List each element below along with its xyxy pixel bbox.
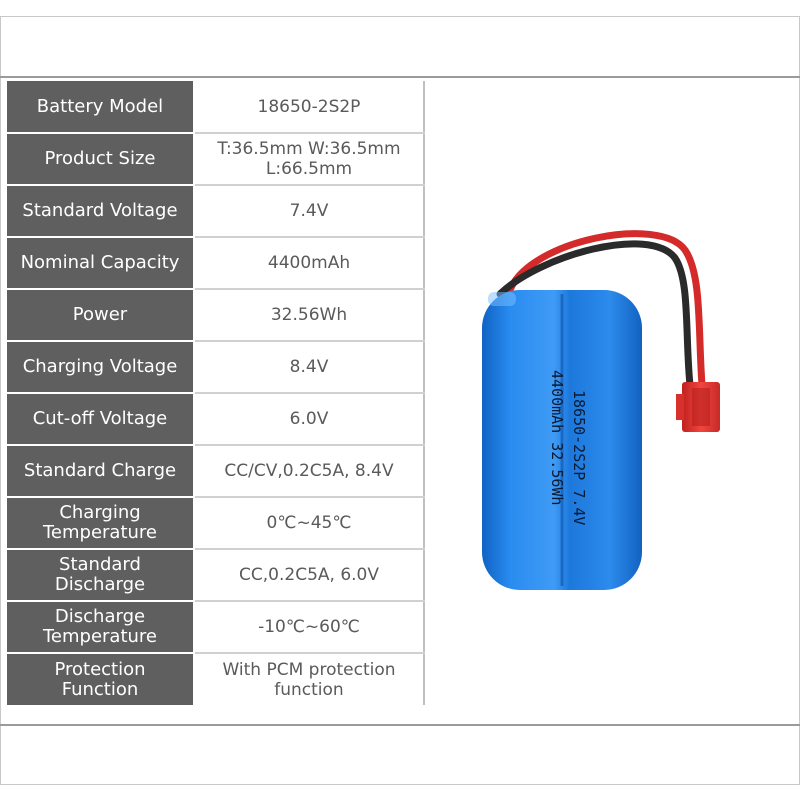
battery-label-text: 18650-2S2P 7.4V 4400mAh 32.56Wh bbox=[548, 370, 588, 525]
spec-label-line: Temperature bbox=[42, 522, 158, 543]
spec-value-line: 0℃~45℃ bbox=[266, 513, 352, 533]
spec-label-line: Temperature bbox=[42, 626, 158, 647]
spec-value-line: 7.4V bbox=[289, 201, 329, 221]
spec-value-line: -10℃~60℃ bbox=[258, 617, 360, 637]
spec-value: -10℃~60℃ bbox=[194, 601, 425, 654]
spec-value-line: T:36.5mm W:36.5mm bbox=[217, 139, 401, 159]
spec-label-line: Discharge bbox=[54, 574, 146, 595]
spec-label: Charging Voltage bbox=[7, 341, 195, 394]
spec-value: CC,0.2C5A, 6.0V bbox=[194, 549, 425, 602]
spec-label-line: Standard bbox=[59, 554, 141, 575]
spec-row: Charging Voltage 8.4V bbox=[7, 341, 425, 394]
battery-label-line2: 4400mAh 32.56Wh bbox=[548, 370, 566, 505]
spec-value-line: 32.56Wh bbox=[270, 305, 348, 325]
spec-value: 7.4V bbox=[194, 185, 425, 238]
spec-label-line: Standard Voltage bbox=[22, 200, 178, 221]
spec-label: Standard Charge bbox=[7, 445, 195, 498]
spec-label-line: Charging bbox=[59, 502, 141, 523]
battery-body bbox=[482, 290, 642, 590]
spec-label: Nominal Capacity bbox=[7, 237, 195, 290]
spec-value-line: CC/CV,0.2C5A, 8.4V bbox=[224, 461, 394, 481]
spec-label-line: Function bbox=[61, 678, 139, 700]
spec-label: Battery Model bbox=[7, 81, 195, 134]
spec-label-line: Protection bbox=[54, 658, 146, 680]
red-wire bbox=[506, 230, 706, 389]
spec-row: Power 32.56Wh bbox=[7, 289, 425, 342]
spec-table: Battery Model 18650-2S2P Product Size T:36.… bbox=[7, 81, 425, 705]
spec-label-line: Nominal Capacity bbox=[20, 252, 180, 273]
frame-left-border bbox=[0, 16, 1, 784]
spec-value-line: With PCM protection bbox=[222, 659, 396, 680]
spec-label-line: Discharge bbox=[54, 606, 146, 627]
spec-label: Cut-off Voltage bbox=[7, 393, 195, 446]
spec-value: 18650-2S2P bbox=[194, 81, 425, 134]
spec-row: Standard Voltage 7.4V bbox=[7, 185, 425, 238]
spec-row: Cut-off Voltage 6.0V bbox=[7, 393, 425, 446]
spec-value-line: 18650-2S2P bbox=[257, 96, 361, 117]
spec-value: 0℃~45℃ bbox=[194, 497, 425, 550]
spec-value: 6.0V bbox=[194, 393, 425, 446]
spec-label-line: Product Size bbox=[44, 148, 156, 169]
spec-label-line: Standard Charge bbox=[23, 460, 177, 481]
spec-label-line: Cut-off Voltage bbox=[32, 408, 168, 429]
spec-label-line: Battery Model bbox=[36, 95, 164, 117]
spec-value-line: 8.4V bbox=[289, 357, 329, 377]
spec-value: CC/CV,0.2C5A, 8.4V bbox=[194, 445, 425, 498]
black-wire bbox=[496, 240, 694, 389]
spec-value-line: function bbox=[274, 679, 344, 700]
spec-label: Power bbox=[7, 289, 195, 342]
spec-label: Standard Voltage bbox=[7, 185, 195, 238]
battery-label-line1: 18650-2S2P 7.4V bbox=[570, 390, 588, 525]
spec-value: 8.4V bbox=[194, 341, 425, 394]
spec-value-line: CC,0.2C5A, 6.0V bbox=[239, 565, 379, 585]
connector-plug bbox=[676, 382, 720, 432]
spec-row: Nominal Capacity 4400mAh bbox=[7, 237, 425, 290]
frame-bottom-border bbox=[0, 784, 800, 785]
spec-value-line: 6.0V bbox=[289, 409, 329, 429]
spec-label-line: Power bbox=[72, 304, 128, 325]
spec-label: Product Size bbox=[7, 133, 195, 186]
spec-value: 32.56Wh bbox=[194, 289, 425, 342]
spec-value-line: 4400mAh bbox=[267, 253, 351, 273]
spec-panel: Battery Model 18650-2S2P Product Size T:36.… bbox=[0, 76, 800, 726]
spec-value-line: L:66.5mm bbox=[265, 159, 353, 179]
spec-row: Standard Charge CC/CV,0.2C5A, 8.4V bbox=[7, 445, 425, 498]
spec-table-body: Battery Model 18650-2S2P Product Size T:36.… bbox=[7, 81, 425, 705]
spec-label-line: Charging Voltage bbox=[22, 356, 178, 377]
battery-pack-photo: 18650-2S2P 7.4V 4400mAh 32.56Wh bbox=[482, 230, 720, 590]
spec-row: Battery Model 18650-2S2P bbox=[7, 81, 425, 134]
frame-top-border bbox=[0, 16, 800, 17]
spec-value: 4400mAh bbox=[194, 237, 425, 290]
